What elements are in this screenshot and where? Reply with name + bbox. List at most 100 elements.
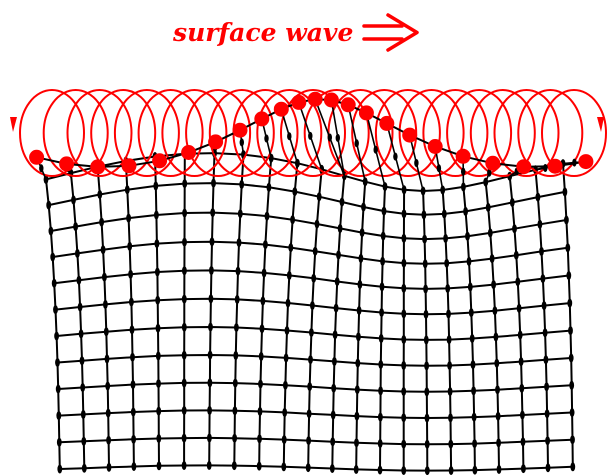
grid-node (509, 197, 515, 207)
grid-node (469, 334, 475, 343)
surface-particle (232, 122, 248, 138)
grid-column-line (124, 160, 135, 467)
grid-node (263, 240, 268, 250)
grid-node (181, 294, 187, 304)
wave-surface (29, 91, 594, 192)
surface-particle (340, 97, 356, 113)
grid-node (154, 210, 159, 220)
grid-node (540, 274, 546, 284)
grid-node (339, 197, 345, 207)
surface-particle (152, 153, 168, 169)
orbit-circle (19, 89, 85, 177)
grid-node (232, 433, 238, 443)
grid-node (209, 265, 214, 275)
grid-node (283, 353, 289, 363)
grid-node (423, 309, 429, 319)
grid-node (266, 182, 272, 192)
grid-node (307, 382, 313, 392)
grid-node (103, 327, 109, 337)
grid-node (471, 412, 477, 422)
grid-node (285, 298, 291, 308)
grid-node (422, 234, 427, 244)
grid-node (421, 210, 427, 220)
grid-node (286, 270, 292, 280)
grid-node (156, 434, 162, 443)
grid-node (359, 228, 365, 238)
grid-node (357, 279, 363, 289)
grid-node (541, 301, 547, 311)
connector-node (39, 164, 44, 173)
grid-node (472, 439, 477, 449)
grid-node (258, 379, 263, 389)
grid-node (569, 408, 575, 417)
connector-node (308, 131, 313, 140)
grid-node (309, 328, 314, 337)
grid-node (334, 277, 340, 286)
grid-node (485, 202, 491, 212)
surface-particle (181, 145, 197, 160)
orbit-circle (161, 89, 228, 177)
grid-node (401, 258, 407, 268)
grid-node (544, 409, 550, 419)
grid-node (288, 243, 294, 253)
grid-column-line (422, 190, 429, 471)
grid-node (496, 438, 501, 448)
grid-node (448, 413, 453, 423)
grid-node (424, 439, 430, 449)
grid-row-line (59, 464, 573, 472)
grid-node (494, 358, 500, 368)
grid-node (424, 466, 430, 475)
grid-node (258, 351, 264, 361)
grid-node (130, 380, 136, 390)
orbit-circle (541, 89, 607, 177)
grid-row-line (55, 297, 570, 316)
grid-row-line (48, 182, 566, 216)
grid-node (443, 233, 448, 243)
grid-node (358, 253, 364, 263)
orbit-circle (256, 89, 323, 177)
grid-node (181, 433, 187, 443)
surface-particle (358, 105, 374, 121)
grid-node (520, 437, 526, 447)
surface-particle (323, 92, 339, 108)
grid-node (257, 406, 263, 416)
surface-particle (485, 155, 501, 171)
orbit-circle (66, 89, 133, 177)
grid-node (378, 333, 384, 343)
surface-particle (516, 159, 532, 175)
grid-column-line (441, 189, 453, 471)
grid-node (100, 245, 106, 255)
grid-row-line (56, 325, 571, 341)
grid-node (308, 355, 313, 365)
grid-row-line (45, 152, 564, 193)
grid-node (310, 301, 315, 310)
grid-node (306, 436, 311, 446)
grid-node (470, 360, 476, 370)
orbit-circle (517, 89, 584, 177)
connector-node (373, 145, 378, 154)
grid-node (354, 411, 360, 421)
grid-node (182, 179, 188, 189)
grid-node (81, 463, 87, 473)
grid-node (447, 387, 453, 396)
grid-node (513, 250, 519, 260)
grid-node (292, 187, 298, 197)
grid-node (181, 350, 187, 360)
orbit-circle (113, 89, 180, 177)
grid-column-line (282, 163, 299, 467)
surface-particle (29, 149, 45, 165)
grid-column-line (208, 153, 216, 466)
grid-node (312, 246, 318, 256)
grid-node (106, 462, 112, 472)
grid-node (259, 324, 265, 334)
grid-node (206, 460, 212, 470)
grid-node (519, 383, 525, 393)
grid-node (53, 305, 58, 315)
grid-node (181, 322, 187, 332)
grid-node (104, 354, 110, 364)
grid-node (377, 465, 383, 475)
grid-node (401, 233, 407, 243)
grid-node (381, 206, 387, 216)
grid-row-line (52, 240, 568, 265)
